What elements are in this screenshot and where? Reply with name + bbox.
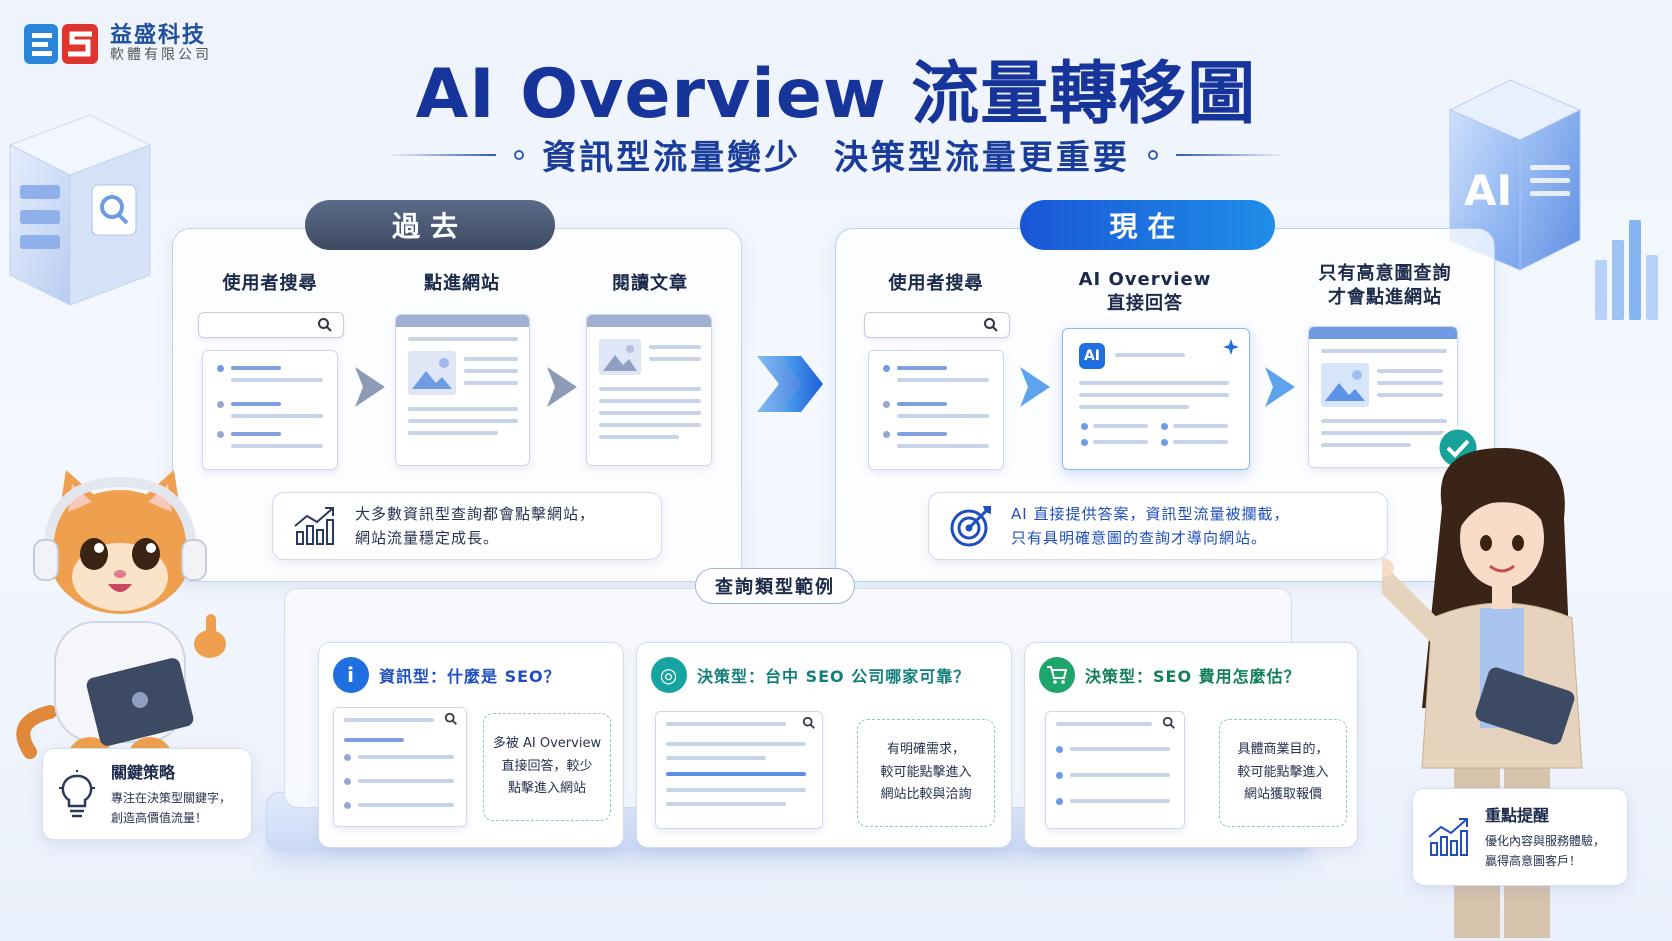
- transition-chevron-icon: [757, 356, 823, 412]
- subtitle-row: 資訊型流量變少 決策型流量更重要: [0, 130, 1672, 179]
- image-icon: [599, 339, 641, 375]
- server-search-illustration: [8, 114, 152, 306]
- ai-badge: AI: [1079, 343, 1105, 369]
- past-search-results-card: [202, 350, 338, 470]
- es-logo-mark: [24, 24, 98, 64]
- search-icon: [318, 318, 332, 332]
- now-arrow-1-icon: [1020, 367, 1050, 407]
- image-icon: [408, 351, 456, 395]
- example-1-search-mock: [333, 707, 467, 827]
- past-step-read-label: 閱讀文章: [612, 273, 688, 294]
- past-arrow-2-icon: [547, 367, 577, 407]
- strategy-line-2: 創造高價值流量！: [111, 811, 208, 825]
- target-icon: [950, 506, 991, 547]
- subtitle-dot-right: [1147, 149, 1158, 160]
- past-note: 大多數資訊型查詢都會點擊網站， 網站流量穩定成長。: [272, 492, 662, 560]
- example-decision-cost-card: 決策型：SEO 費用怎麼估？ 具體商業目的，較可能點擊進入網站獲取報價: [1024, 642, 1358, 848]
- svg-text:AI: AI: [1464, 166, 1512, 215]
- example-2-search-mock: [655, 711, 823, 829]
- now-search-box: [864, 312, 1010, 338]
- now-note-line-2: 只有具明確意圖的查詢才導向網站。: [1011, 529, 1268, 547]
- past-step-visit-label: 點進網站: [424, 273, 500, 294]
- sparkle-icon: [1223, 339, 1239, 355]
- example-2-title: 決策型：台中 SEO 公司哪家可靠？: [697, 667, 971, 686]
- ai-overview-card: AI: [1062, 328, 1250, 470]
- page-subtitle: 資訊型流量變少 決策型流量更重要: [542, 138, 1130, 178]
- reminder-title: 重點提醒: [1485, 806, 1550, 826]
- example-decision-local-card: ◎ 決策型：台中 SEO 公司哪家可靠？ 有明確需求，較可能點擊進入網站比較與洽…: [636, 642, 1012, 848]
- now-note-line-1: AI 直接提供答案，資訊型流量被攔截，: [1011, 505, 1290, 523]
- strategy-card: 關鍵策略 專注在決策型關鍵字， 創造高價值流量！: [42, 748, 252, 840]
- reminder-line-1: 優化內容與服務體驗，: [1485, 834, 1606, 849]
- past-note-line-1: 大多數資訊型查詢都會點擊網站，: [355, 505, 596, 523]
- subtitle-line-left: [386, 153, 497, 156]
- subtitle-dot-left: [514, 149, 525, 160]
- example-3-desc: 具體商業目的，較可能點擊進入網站獲取報價: [1219, 719, 1347, 827]
- search-icon: [444, 712, 457, 725]
- now-step-search-label: 使用者搜尋: [888, 273, 984, 294]
- past-step-search-label: 使用者搜尋: [222, 273, 318, 294]
- image-icon: [1321, 363, 1369, 407]
- strategy-line-1: 專注在決策型關鍵字，: [111, 791, 232, 806]
- now-tab: 現在: [1020, 200, 1275, 250]
- reminder-line-2: 贏得高意圖客戶！: [1485, 854, 1582, 868]
- growth-chart-icon: [294, 507, 334, 545]
- target-icon: ◎: [651, 657, 687, 693]
- info-icon: i: [333, 657, 369, 693]
- search-icon: [1162, 716, 1175, 729]
- now-website-window: [1308, 326, 1458, 468]
- examples-header: 查詢類型範例: [695, 568, 855, 604]
- ai-cube-illustration: AI: [1448, 79, 1658, 320]
- strategy-title: 關鍵策略: [111, 763, 176, 783]
- cart-icon: [1039, 657, 1075, 693]
- now-note: AI 直接提供答案，資訊型流量被攔截， 只有具明確意圖的查詢才導向網站。: [928, 492, 1388, 560]
- past-tab: 過去: [305, 200, 555, 250]
- cat-mascot-illustration: [16, 470, 226, 790]
- example-3-search-mock: [1045, 711, 1185, 829]
- search-icon: [802, 716, 815, 729]
- company-logo: 益盛科技 軟體有限公司: [22, 18, 242, 70]
- past-arrow-1-icon: [355, 367, 385, 407]
- now-search-results-card: [868, 350, 1004, 470]
- example-2-desc: 有明確需求，較可能點擊進入網站比較與洽詢: [857, 719, 995, 827]
- example-3-title: 決策型：SEO 費用怎麼估？: [1085, 667, 1301, 686]
- now-arrow-2-icon: [1265, 367, 1295, 407]
- page-title: AI Overview 流量轉移圖: [415, 55, 1257, 134]
- past-note-line-2: 網站流量穩定成長。: [355, 529, 500, 547]
- search-icon: [984, 318, 998, 332]
- reminder-card: 重點提醒 優化內容與服務體驗， 贏得高意圖客戶！: [1412, 788, 1628, 886]
- growth-chart-icon: [1428, 818, 1468, 856]
- lightbulb-icon: [59, 770, 95, 818]
- now-step-ai-label: AI Overview 直接回答: [1078, 269, 1212, 315]
- company-name: 益盛科技: [110, 23, 207, 49]
- past-search-box: [198, 312, 344, 338]
- past-article-window: [586, 314, 712, 466]
- example-1-title: 資訊型：什麼是 SEO？: [379, 667, 561, 686]
- past-website-window: [395, 314, 530, 466]
- subtitle-line-right: [1175, 153, 1286, 156]
- now-step-intent-label: 只有高意圖查詢 才會點進網站: [1318, 263, 1452, 309]
- company-subname: 軟體有限公司: [110, 47, 212, 64]
